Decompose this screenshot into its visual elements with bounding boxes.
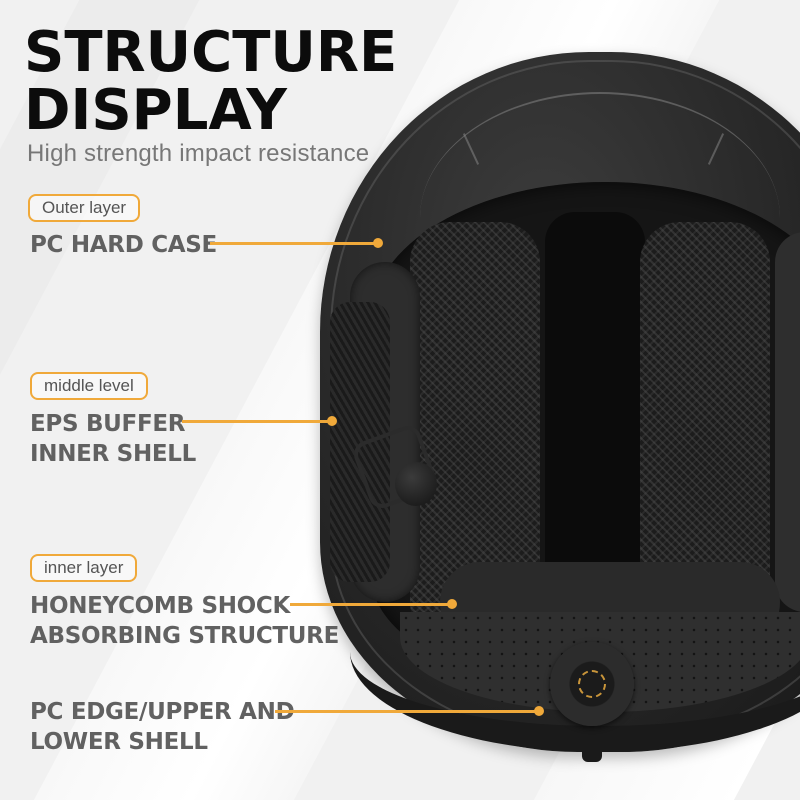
ear-pad-right [775,232,800,612]
tag-outer-layer: Outer layer [28,194,141,222]
callout-dot [447,599,457,609]
callout-dot [534,706,544,716]
callout-dot [327,416,337,426]
dial-logo-icon [578,670,606,698]
heading-honeycomb: HONEYCOMB SHOCK ABSORBING STRUCTURE [30,591,339,651]
page-title: STRUCTURE DISPLAY [24,24,397,140]
buckle-knob [395,462,437,506]
subtitle: High strength impact resistance [27,140,370,167]
heading-line-2: LOWER SHELL [30,729,208,755]
leader-line [275,710,537,713]
heading-pc-edge: PC EDGE/UPPER AND LOWER SHELL [30,697,295,757]
leader-line [182,420,330,423]
heading-line-1: PC EDGE/UPPER AND [30,699,295,725]
heading-pc-hard-case: PC HARD CASE [30,232,217,258]
heading-eps-buffer: EPS BUFFER INNER SHELL [30,409,196,469]
chin-strap [330,302,390,582]
tag-inner-layer: inner layer [30,554,138,582]
helmet-vent-ridge [420,92,780,232]
leader-line [210,242,376,245]
heading-line-1: EPS BUFFER [30,411,186,437]
callout-dot [373,238,383,248]
heading-line-2: INNER SHELL [30,441,197,467]
title-line-2: DISPLAY [24,78,287,143]
title-line-1: STRUCTURE [24,20,398,85]
heading-line-1: HONEYCOMB SHOCK [30,593,291,619]
helmet-image [320,52,800,772]
leader-line [290,603,450,606]
tag-middle-level: middle level [30,372,148,400]
goggle-clip [582,740,602,762]
heading-line-2: ABSORBING STRUCTURE [30,623,339,649]
